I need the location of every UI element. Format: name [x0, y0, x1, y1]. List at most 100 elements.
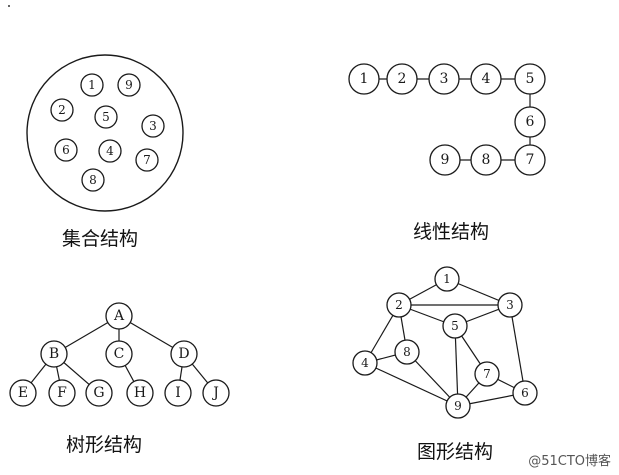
linear-node-label: 9 [441, 152, 450, 168]
graph-node-label: 6 [521, 386, 529, 400]
graph-node-label: 9 [454, 399, 462, 413]
tree-node-label: I [175, 385, 181, 401]
tree-node-B: B [40, 340, 68, 368]
tree-node-H: H [126, 379, 154, 407]
set-node-circle [135, 148, 159, 172]
graph-edge-3-6 [509, 304, 526, 394]
graph-node-2: 2 [386, 292, 412, 318]
linear-node-circle [514, 106, 546, 138]
tree-node-D: D [170, 340, 198, 368]
set-node-label: 5 [102, 110, 110, 124]
tree-node-J: J [202, 379, 230, 407]
tree-node-label: F [57, 385, 67, 401]
graph-edge-5-9 [454, 325, 459, 407]
tree-node-label: E [18, 385, 28, 401]
linear-node-circle [428, 63, 460, 95]
tree-node-I: I [164, 379, 192, 407]
graph-node-circle [434, 266, 460, 292]
tree-node-circle [85, 379, 113, 407]
linear-node-4: 4 [470, 63, 502, 95]
graph-node-6: 6 [512, 380, 538, 406]
graph-node-9: 9 [445, 393, 471, 419]
graph-node-circle [442, 313, 468, 339]
set-node-label: 3 [149, 119, 157, 133]
set-container-circle [26, 54, 184, 212]
linear-node-label: 2 [398, 71, 407, 87]
graph-node-circle [497, 292, 523, 318]
linear-node-label: 6 [526, 114, 535, 130]
graph-node-label: 2 [395, 298, 403, 312]
linear-node-circle [470, 63, 502, 95]
tree-node-label: B [49, 346, 59, 362]
graph-edge-4-9 [364, 362, 459, 407]
watermark: @51CTO博客 [528, 454, 611, 469]
set-node-circle [141, 114, 165, 138]
linear-node-label: 4 [482, 71, 491, 87]
linear-structure: 1 2 3 4 5 6 7 8 9 [348, 63, 546, 176]
tree-node-circle [9, 379, 37, 407]
linear-node-5: 5 [514, 63, 546, 95]
tree-node-circle [40, 340, 68, 368]
linear-structure-caption: 线性结构 [413, 221, 490, 243]
set-node-8: 8 [81, 168, 105, 192]
tree-node-label: A [113, 308, 125, 324]
set-node-label: 2 [58, 103, 66, 117]
linear-node-1: 1 [348, 63, 380, 95]
set-node-9: 9 [117, 73, 141, 97]
graph-node-label: 4 [361, 356, 369, 370]
linear-node-label: 3 [440, 71, 449, 87]
set-node-label: 8 [89, 173, 97, 187]
tree-node-label: D [178, 346, 189, 362]
set-node-5: 5 [94, 105, 118, 129]
tree-node-A: A [105, 302, 133, 330]
graph-node-circle [394, 339, 420, 365]
graph-node-label: 5 [451, 319, 459, 333]
set-node-label: 1 [88, 78, 96, 92]
linear-node-2: 2 [386, 63, 418, 95]
graph-node-7: 7 [474, 361, 500, 387]
linear-node-circle [470, 144, 502, 176]
graph-node-8: 8 [394, 339, 420, 365]
set-node-1: 1 [80, 73, 104, 97]
linear-node-label: 1 [360, 71, 369, 87]
linear-node-circle [348, 63, 380, 95]
linear-node-3: 3 [428, 63, 460, 95]
linear-node-8: 8 [470, 144, 502, 176]
tree-node-F: F [48, 379, 76, 407]
graph-node-1: 1 [434, 266, 460, 292]
set-node-circle [98, 139, 122, 163]
linear-node-6: 6 [514, 106, 546, 138]
graph-node-3: 3 [497, 292, 523, 318]
tree-node-C: C [105, 340, 133, 368]
set-node-label: 4 [106, 144, 114, 158]
linear-node-9: 9 [429, 144, 461, 176]
tree-node-label: H [134, 385, 146, 401]
graph-node-circle [386, 292, 412, 318]
set-node-label: 9 [125, 78, 133, 92]
tree-node-G: G [85, 379, 113, 407]
linear-node-circle [386, 63, 418, 95]
tree-node-label: C [114, 346, 125, 362]
set-node-circle [54, 138, 78, 162]
linear-node-label: 5 [526, 71, 535, 87]
tree-node-circle [164, 379, 192, 407]
linear-node-7: 7 [514, 144, 546, 176]
tree-node-circle [126, 379, 154, 407]
linear-node-label: 8 [482, 152, 491, 168]
graph-node-circle [445, 393, 471, 419]
tree-structure-caption: 树形结构 [66, 434, 143, 456]
graph-node-label: 8 [403, 345, 411, 359]
graph-node-5: 5 [442, 313, 468, 339]
set-node-circle [80, 73, 104, 97]
set-node-3: 3 [141, 114, 165, 138]
set-node-6: 6 [54, 138, 78, 162]
set-node-4: 4 [98, 139, 122, 163]
graph-node-circle [512, 380, 538, 406]
graph-node-4: 4 [352, 350, 378, 376]
tree-node-E: E [9, 379, 37, 407]
tree-node-circle [105, 340, 133, 368]
set-node-7: 7 [135, 148, 159, 172]
set-node-label: 7 [143, 153, 151, 167]
tree-node-label: J [211, 385, 219, 401]
